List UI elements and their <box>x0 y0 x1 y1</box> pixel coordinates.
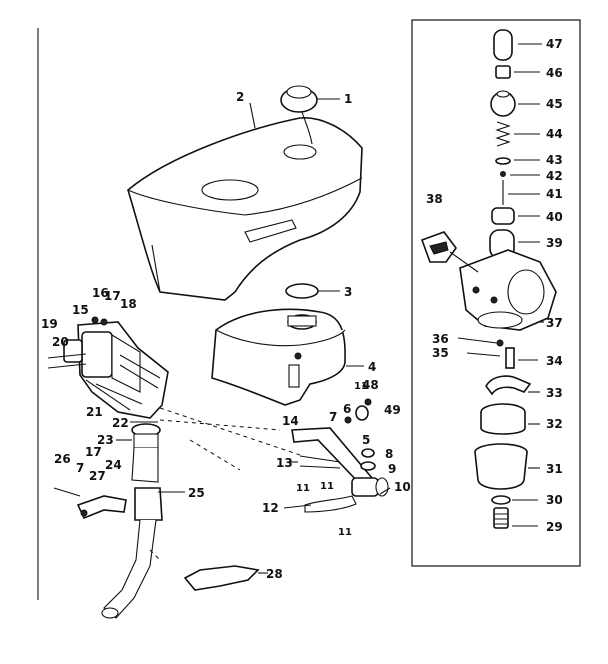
label-3: 3 <box>344 285 352 299</box>
label-13: 13 <box>276 456 293 470</box>
screw-35 <box>466 352 501 357</box>
label-11a: 11 <box>354 381 368 392</box>
label-1: 1 <box>344 92 352 106</box>
part-47 <box>493 29 513 61</box>
label-40: 40 <box>546 210 563 224</box>
label-44: 44 <box>546 127 563 141</box>
fuel-valve <box>351 477 389 497</box>
label-2: 2 <box>236 90 244 104</box>
label-22: 22 <box>112 416 129 430</box>
label-7b: 7 <box>76 461 84 475</box>
assembly-line-a <box>159 407 301 456</box>
label-32: 32 <box>546 417 563 431</box>
label-17a: 17 <box>104 289 121 303</box>
nut-9 <box>360 461 376 471</box>
label-11d: 11 <box>338 527 352 538</box>
label-7a: 7 <box>329 410 337 424</box>
label-49: 49 <box>384 403 401 417</box>
label-26: 26 <box>54 452 71 466</box>
screw-49 <box>364 398 372 406</box>
label-11b: 11 <box>320 481 334 492</box>
label-33: 33 <box>546 386 563 400</box>
label-25: 25 <box>188 486 205 500</box>
o-ring <box>285 283 319 299</box>
label-38: 38 <box>426 192 443 206</box>
assembly-line-c <box>189 439 241 471</box>
clip-43 <box>495 157 511 165</box>
label-16: 16 <box>92 286 109 300</box>
part-labels: 1 2 3 4 48 11 49 6 7 14 5 8 9 13 11 10 1… <box>41 37 563 581</box>
fuel-tank-cover <box>127 117 363 301</box>
heat-shield <box>183 565 260 591</box>
label-20: 20 <box>52 335 69 349</box>
assembly-line-b <box>159 419 281 431</box>
float-32 <box>480 403 526 435</box>
label-23: 23 <box>97 433 114 447</box>
label-41: 41 <box>546 187 563 201</box>
label-8: 8 <box>385 447 393 461</box>
part-46 <box>495 65 511 79</box>
label-5: 5 <box>362 433 370 447</box>
assembly-line-d <box>149 549 161 561</box>
label-6: 6 <box>343 402 351 416</box>
float-bowl-31 <box>474 443 528 490</box>
screw-6 <box>344 416 352 424</box>
fuel-cap <box>280 85 318 145</box>
grommet-5 <box>355 405 369 421</box>
label-47: 47 <box>546 37 563 51</box>
fuel-tank <box>211 308 346 406</box>
leader-lines <box>116 43 544 574</box>
exhaust-pipe <box>101 423 163 619</box>
label-12: 12 <box>262 501 279 515</box>
label-48: 48 <box>362 378 379 392</box>
label-45: 45 <box>546 97 563 111</box>
label-28: 28 <box>266 567 283 581</box>
label-21: 21 <box>86 405 103 419</box>
label-10: 10 <box>394 480 411 494</box>
gasket-30 <box>491 495 511 505</box>
carburetor-flange <box>477 311 523 329</box>
label-15: 15 <box>72 303 89 317</box>
drain-screw-29 <box>493 507 509 529</box>
jet-34 <box>505 347 515 369</box>
label-11c: 11 <box>296 483 310 494</box>
float-lever-33 <box>485 375 532 396</box>
label-24: 24 <box>105 458 122 472</box>
label-37: 37 <box>546 316 563 330</box>
label-17b: 17 <box>85 445 102 459</box>
label-39: 39 <box>546 236 563 250</box>
label-30: 30 <box>546 493 563 507</box>
choke-lever <box>420 231 479 273</box>
pipe-bracket <box>76 495 127 520</box>
label-14: 14 <box>282 414 299 428</box>
ring-42 <box>500 171 506 177</box>
label-19: 19 <box>41 317 58 331</box>
muffler-assembly <box>47 316 169 419</box>
screw-36 <box>496 339 504 347</box>
carburetor-panel-border <box>411 19 581 567</box>
label-42: 42 <box>546 169 563 183</box>
label-18: 18 <box>120 297 137 311</box>
label-36: 36 <box>432 332 449 346</box>
label-34: 34 <box>546 354 563 368</box>
spring-44 <box>495 121 511 147</box>
label-31: 31 <box>546 462 563 476</box>
part-40 <box>491 207 515 225</box>
fuel-line-bracket <box>291 427 374 513</box>
label-43: 43 <box>546 153 563 167</box>
label-27: 27 <box>89 469 106 483</box>
bolt-26 <box>53 487 81 497</box>
carburetor-parts <box>420 29 557 529</box>
part-45-top <box>496 90 510 98</box>
carburetor-bore <box>507 269 545 315</box>
washer-8 <box>361 448 375 458</box>
label-4: 4 <box>368 360 376 374</box>
label-35: 35 <box>432 346 449 360</box>
label-29: 29 <box>546 520 563 534</box>
label-46: 46 <box>546 66 563 80</box>
label-9: 9 <box>388 462 396 476</box>
drain-screw-thread <box>494 513 508 525</box>
